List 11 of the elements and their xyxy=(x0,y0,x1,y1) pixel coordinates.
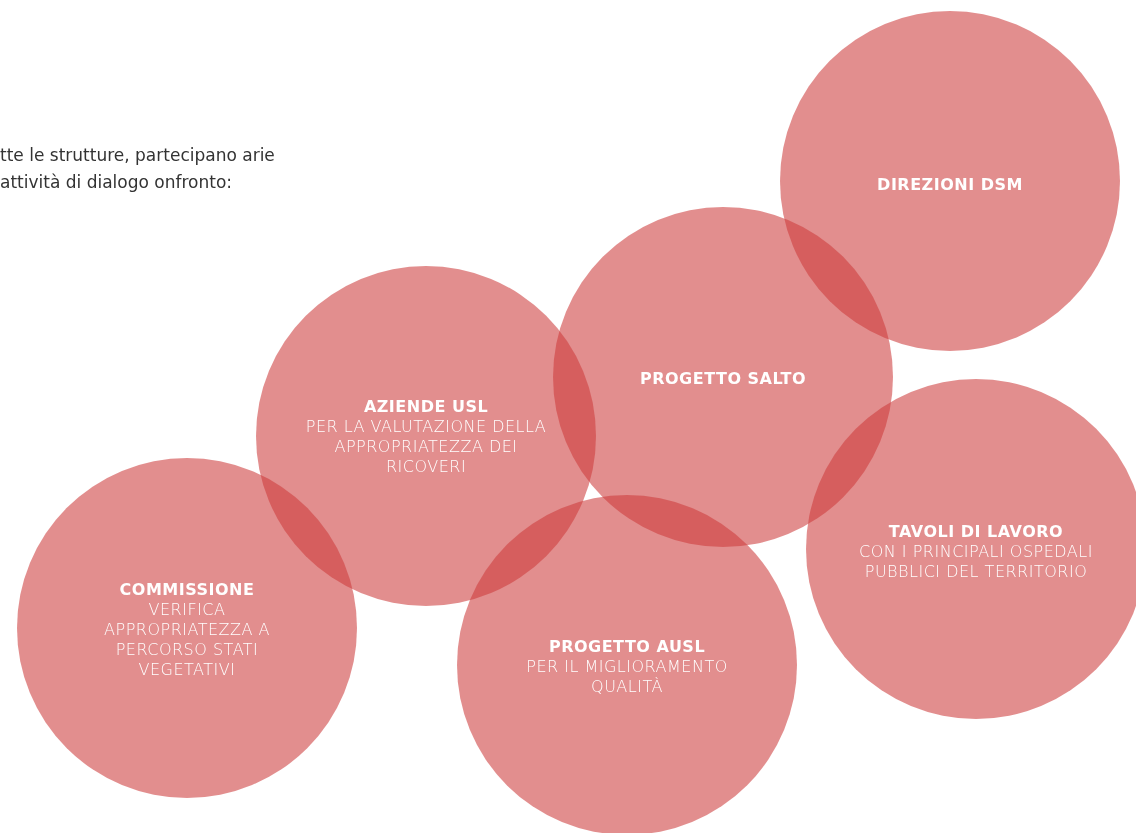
intro-text: tte le strutture, partecipano arie attività di dialogo onfronto: xyxy=(0,144,276,194)
node-description: CON I PRINCIPALI OSPEDALI PUBBLICI DEL TERRITORIO xyxy=(858,542,1094,582)
node-heading: AZIENDE USL xyxy=(362,397,490,417)
node-heading: COMMISSIONE xyxy=(118,580,256,600)
node-heading: PROGETTO SALTO xyxy=(638,369,807,389)
node-heading: DIREZIONI DSM xyxy=(876,175,1024,195)
node-heading: PROGETTO AUSL xyxy=(547,637,707,657)
node-description: VERIFICA APPROPRIATEZZA A PERCORSO STATI VEGETATIVI xyxy=(103,600,271,680)
node-description: PER IL MIGLIORAMENTO QUALITÀ xyxy=(525,657,729,697)
node-description: PER LA VALUTAZIONE DELLA APPROPRIATEZZA DEI RICOVERI xyxy=(304,417,548,477)
node-heading: TAVOLI DI LAVORO xyxy=(887,522,1065,542)
